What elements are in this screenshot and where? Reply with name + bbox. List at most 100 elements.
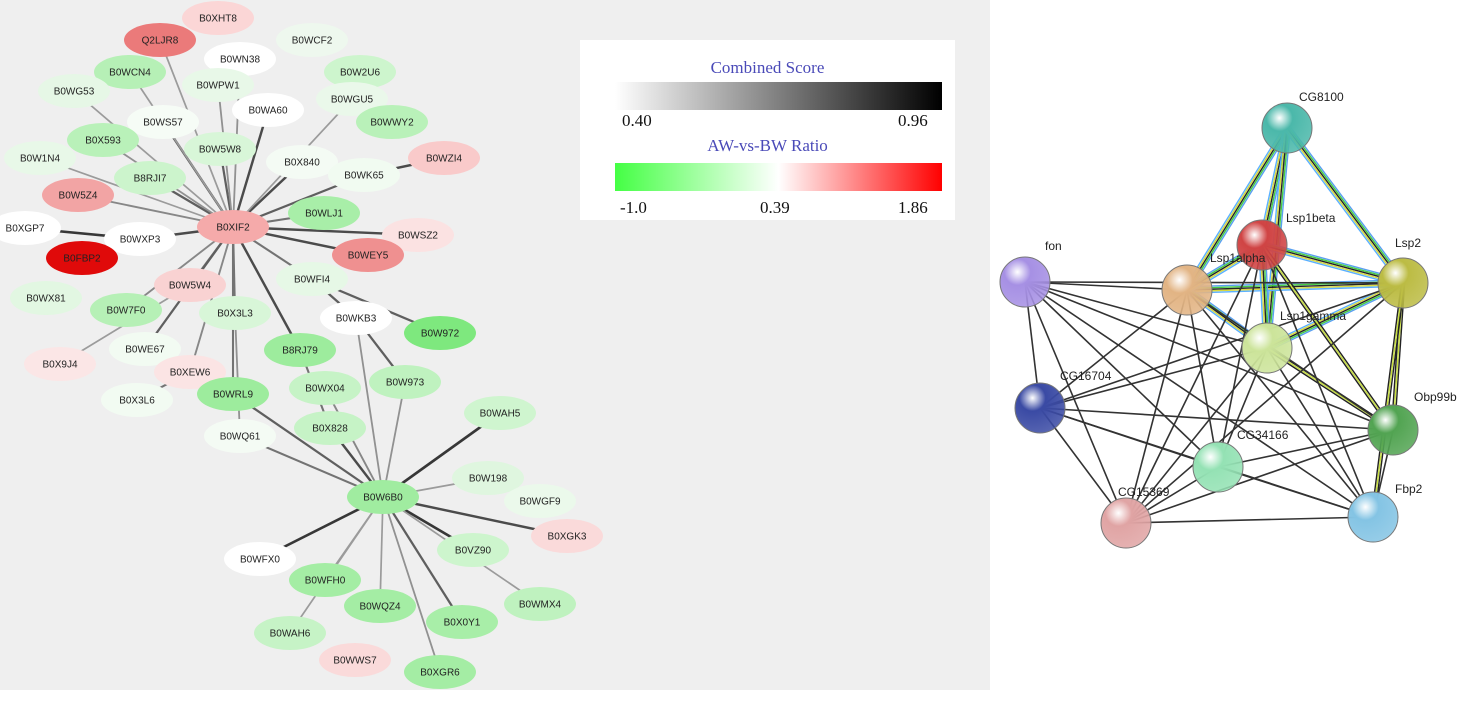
network-node[interactable]: B0W5Z4 (42, 178, 114, 212)
node-ellipse[interactable] (408, 141, 480, 175)
node-ellipse[interactable] (204, 419, 276, 453)
network-node[interactable]: B0FBP2 (46, 241, 118, 275)
node-ellipse[interactable] (94, 55, 166, 89)
node-ellipse[interactable] (197, 210, 269, 244)
node-ellipse[interactable] (382, 218, 454, 252)
network-node[interactable]: B0WKB3 (320, 301, 392, 335)
network-node[interactable]: B0W7F0 (90, 293, 162, 327)
network-node[interactable]: B0XEW6 (154, 355, 226, 389)
network-node[interactable]: B0X0Y1 (426, 605, 498, 639)
protein-sphere[interactable] (1192, 441, 1244, 493)
node-ellipse[interactable] (344, 589, 416, 623)
network-node[interactable]: B0WRL9 (197, 377, 269, 411)
string-node[interactable]: Lsp2 (1377, 236, 1429, 309)
node-ellipse[interactable] (320, 301, 392, 335)
node-ellipse[interactable] (184, 132, 256, 166)
network-node[interactable]: B0X840 (266, 145, 338, 179)
node-ellipse[interactable] (232, 93, 304, 127)
protein-sphere[interactable] (1347, 491, 1399, 543)
node-ellipse[interactable] (46, 241, 118, 275)
protein-sphere[interactable] (1367, 404, 1419, 456)
string-node[interactable]: CG34166 (1192, 428, 1289, 493)
network-node[interactable]: B0WAH5 (464, 396, 536, 430)
node-ellipse[interactable] (24, 347, 96, 381)
node-ellipse[interactable] (276, 23, 348, 57)
network-node[interactable]: Q2LJR8 (124, 23, 196, 57)
network-node[interactable]: B0WMX4 (504, 587, 576, 621)
node-ellipse[interactable] (426, 605, 498, 639)
node-ellipse[interactable] (294, 411, 366, 445)
node-ellipse[interactable] (101, 383, 173, 417)
node-ellipse[interactable] (42, 178, 114, 212)
node-ellipse[interactable] (154, 268, 226, 302)
node-ellipse[interactable] (224, 542, 296, 576)
node-ellipse[interactable] (319, 643, 391, 677)
node-ellipse[interactable] (288, 196, 360, 230)
network-node[interactable]: B0WSZ2 (382, 218, 454, 252)
node-ellipse[interactable] (254, 616, 326, 650)
string-node[interactable]: Lsp1gamma (1241, 309, 1346, 374)
network-node[interactable]: B0WCF2 (276, 23, 348, 57)
node-ellipse[interactable] (38, 74, 110, 108)
node-ellipse[interactable] (531, 519, 603, 553)
network-node[interactable]: B0WPW1 (182, 68, 254, 102)
network-node[interactable]: B0WFH0 (289, 563, 361, 597)
protein-sphere[interactable] (1014, 382, 1066, 434)
network-node[interactable]: B0WAH6 (254, 616, 326, 650)
network-node[interactable]: B0X3L6 (101, 383, 173, 417)
network-node[interactable]: B0X828 (294, 411, 366, 445)
node-ellipse[interactable] (4, 141, 76, 175)
protein-sphere[interactable] (1241, 322, 1293, 374)
node-ellipse[interactable] (182, 1, 254, 35)
network-node[interactable]: B0WCN4 (94, 55, 166, 89)
network-node[interactable]: B0WS57 (127, 105, 199, 139)
network-node[interactable]: B0WQZ4 (344, 589, 416, 623)
node-ellipse[interactable] (90, 293, 162, 327)
node-ellipse[interactable] (464, 396, 536, 430)
node-ellipse[interactable] (127, 105, 199, 139)
node-ellipse[interactable] (276, 262, 348, 296)
node-ellipse[interactable] (266, 145, 338, 179)
network-node[interactable]: B0XGP7 (0, 211, 61, 245)
network-node[interactable]: B0WEY5 (332, 238, 404, 272)
node-ellipse[interactable] (104, 222, 176, 256)
network-node[interactable]: B0W5W4 (154, 268, 226, 302)
string-node[interactable]: CG16704 (1014, 369, 1112, 434)
node-ellipse[interactable] (199, 296, 271, 330)
node-ellipse[interactable] (0, 211, 61, 245)
node-ellipse[interactable] (504, 484, 576, 518)
string-node[interactable]: CG8100 (1261, 90, 1344, 154)
protein-sphere[interactable] (1236, 219, 1288, 271)
network-node[interactable]: B0WA60 (232, 93, 304, 127)
node-ellipse[interactable] (452, 461, 524, 495)
node-ellipse[interactable] (289, 371, 361, 405)
node-ellipse[interactable] (197, 377, 269, 411)
protein-sphere[interactable] (1377, 257, 1429, 309)
network-node[interactable]: B0WWS7 (319, 643, 391, 677)
network-node[interactable]: B0WN38 (204, 42, 276, 76)
network-node[interactable]: B0W2U6 (324, 55, 396, 89)
node-ellipse[interactable] (67, 123, 139, 157)
node-ellipse[interactable] (347, 480, 419, 514)
network-node[interactable]: B0X9J4 (24, 347, 96, 381)
node-ellipse[interactable] (114, 161, 186, 195)
network-node[interactable]: B0W5W8 (184, 132, 256, 166)
node-ellipse[interactable] (369, 365, 441, 399)
string-node[interactable]: Lsp1alpha (1161, 251, 1266, 316)
network-node[interactable]: B0X3L3 (199, 296, 271, 330)
network-node[interactable]: B0WFI4 (276, 262, 348, 296)
network-node[interactable]: B0W1N4 (4, 141, 76, 175)
node-ellipse[interactable] (10, 281, 82, 315)
node-ellipse[interactable] (404, 316, 476, 350)
network-node[interactable]: B0WLJ1 (288, 196, 360, 230)
string-node[interactable]: fon (999, 239, 1062, 308)
node-ellipse[interactable] (264, 333, 336, 367)
node-ellipse[interactable] (332, 238, 404, 272)
network-node[interactable]: B0WGU5 (316, 82, 388, 116)
network-node[interactable]: B0X593 (67, 123, 139, 157)
network-node[interactable]: B0WZI4 (408, 141, 480, 175)
network-node[interactable]: B0WGF9 (504, 484, 576, 518)
node-ellipse[interactable] (204, 42, 276, 76)
network-node[interactable]: B0W973 (369, 365, 441, 399)
network-node[interactable]: B0W198 (452, 461, 524, 495)
